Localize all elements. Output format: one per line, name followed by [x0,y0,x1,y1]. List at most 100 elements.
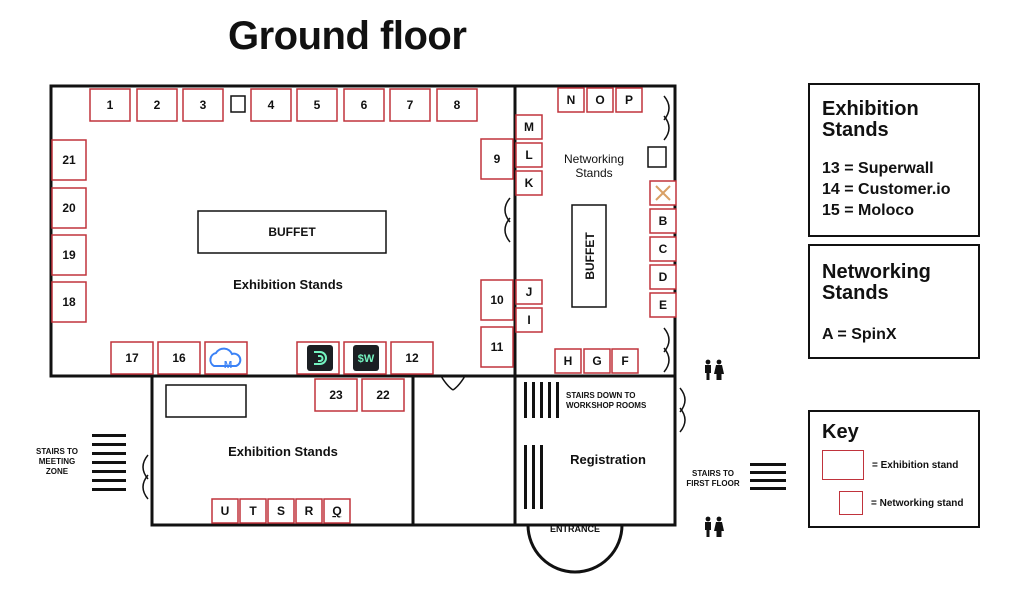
networking-stand[interactable]: E [649,292,677,318]
buffet-table-main [197,210,387,254]
key-networking-label: = Networking stand [871,497,964,509]
sponsor-stand-14[interactable]: M [204,341,248,375]
sponsor-stand-15[interactable] [296,341,340,375]
svg-text:4: 4 [268,98,275,112]
stairs-meeting-icon [92,434,126,491]
svg-text:Exhibition Stands: Exhibition Stands [228,444,338,459]
legend-exhibition-entry: 13 = Superwall [822,160,934,177]
svg-text:M: M [224,360,232,371]
svg-text:19: 19 [62,248,76,262]
networking-stand-spinx[interactable] [649,180,677,206]
stairs-first-floor-icon [750,463,786,490]
exhibition-stand[interactable]: 11 [480,326,514,368]
exhibition-stand[interactable]: 6 [343,88,385,122]
networking-stand[interactable]: R [295,498,323,524]
networking-stand[interactable]: N [557,87,585,113]
svg-text:I: I [527,313,530,327]
svg-text:K: K [525,176,534,190]
svg-text:6: 6 [361,98,368,112]
svg-text:P: P [625,93,633,107]
svg-text:23: 23 [329,388,343,402]
exhibition-stand-swatch [822,450,864,480]
networking-stand[interactable]: L [515,142,543,168]
exhibition-stand[interactable]: 4 [250,88,292,122]
networking-stand[interactable]: C [649,236,677,262]
svg-text:2: 2 [154,98,161,112]
exhibition-stand[interactable]: 16 [157,341,201,375]
stairs-workshop-icon [524,382,559,418]
svg-text:U: U [221,504,230,518]
sponsor-stand-13[interactable]: $W [343,341,387,375]
exhibition-stand[interactable]: 3 [182,88,224,122]
door-icon [142,454,149,500]
svg-text:11: 11 [491,340,504,354]
exhibition-stand[interactable]: 22 [361,378,405,412]
door-icon [504,197,511,243]
exhibition-stand[interactable]: 1 [89,88,131,122]
svg-text:E: E [659,298,667,312]
exhibition-stand[interactable]: 18 [51,281,87,323]
door-icon [663,327,670,373]
exhibition-stand[interactable]: 8 [436,88,478,122]
exhibition-stand[interactable]: 9 [480,138,514,180]
buffet-table-networking [571,204,607,308]
svg-text:$W: $W [358,353,375,365]
svg-text:BUFFET: BUFFET [583,232,597,280]
svg-text:17: 17 [125,351,139,365]
networking-stand[interactable]: U [211,498,239,524]
exhibition-stand[interactable]: 21 [51,139,87,181]
pillar [647,146,667,168]
networking-stand[interactable]: H [554,348,582,374]
exhibition-stand[interactable]: 12 [390,341,434,375]
stairs-icons [92,382,786,509]
exhibition-stand[interactable]: 10 [480,279,514,321]
exhibition-stand[interactable]: 7 [389,88,431,122]
exhibition-stand[interactable]: 23 [314,378,358,412]
networking-stand[interactable]: T [239,498,267,524]
moloco-logo-icon [307,345,333,371]
map-key: Key = Exhibition stand = Networking stan… [808,410,980,528]
networking-stand[interactable]: S [267,498,295,524]
svg-text:22: 22 [376,388,390,402]
spinx-marker-icon [655,185,671,201]
door-icon [663,95,670,141]
restroom-icon [705,516,724,537]
networking-stand[interactable]: O [586,87,614,113]
entrance-arc [526,524,624,574]
networking-stand[interactable]: B [649,208,677,234]
exhibition-stand[interactable]: 5 [296,88,338,122]
networking-stand[interactable]: K [515,170,543,196]
svg-text:21: 21 [62,153,76,167]
networking-stand[interactable]: D [649,264,677,290]
networking-stand[interactable]: M [515,114,543,140]
svg-text:R: R [305,504,314,518]
networking-stand[interactable]: J [515,279,543,305]
svg-text:N: N [567,93,576,107]
svg-text:18: 18 [62,295,76,309]
exhibition-stand[interactable]: 17 [110,341,154,375]
svg-text:ENTRANCE: ENTRANCE [550,524,600,534]
svg-text:BUFFET: BUFFET [268,225,316,239]
networking-stand[interactable]: F [611,348,639,374]
networking-stand[interactable]: Q [323,498,351,524]
networking-stand[interactable]: P [615,87,643,113]
svg-text:10: 10 [490,293,504,307]
door-icon [679,387,686,433]
networking-stand[interactable]: G [583,348,611,374]
restroom-icon [705,359,724,380]
legend-exhibition-stands: Exhibition Stands 13 = Superwall 14 = Cu… [808,83,980,237]
lower-hall-table [165,384,247,418]
exhibition-stand[interactable]: 19 [51,234,87,276]
networking-stand[interactable]: I [515,307,543,333]
exhibition-stand[interactable]: 20 [51,187,87,229]
legend-exhibition-title: Exhibition Stands [822,98,919,141]
exhibition-stand[interactable]: 2 [136,88,178,122]
legend-exhibition-entry: 15 = Moloco [822,202,915,219]
svg-text:3: 3 [200,98,207,112]
legend-networking-title: Networking Stands [822,261,931,304]
networking-stand-swatch [839,491,863,515]
